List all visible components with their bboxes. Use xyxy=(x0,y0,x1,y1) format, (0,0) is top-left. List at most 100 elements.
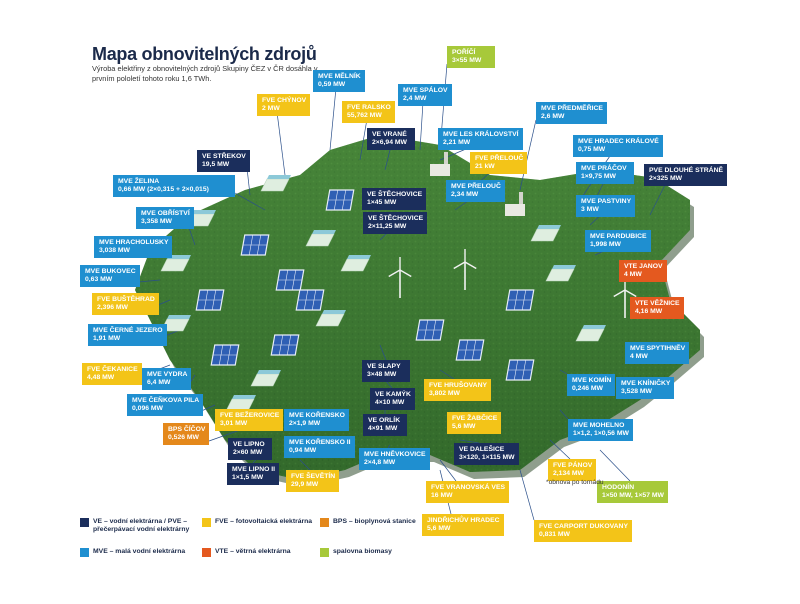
plant-label: FVE Carport Dukovany0,831 MW xyxy=(534,520,632,542)
plant-label: VE Orlík4×91 MW xyxy=(363,414,407,436)
plant-name: MVE Hracholusky xyxy=(99,239,169,246)
leader-line xyxy=(439,459,457,482)
plant-label: MVE Kníničky3,528 MW xyxy=(616,377,675,399)
plant-capacity: 4×10 MW xyxy=(375,399,405,406)
plant-label: MVE Pardubice1,998 MW xyxy=(585,230,651,252)
solar-panel-icon xyxy=(455,339,485,361)
plant-capacity: 19,5 MW xyxy=(202,161,230,168)
plant-label: MVE Mohelno1×1,2, 1×0,56 MW xyxy=(568,419,633,441)
plant-capacity: 16 MW xyxy=(431,492,453,499)
plant-capacity: 6,4 MW xyxy=(147,379,171,386)
plant-name: FVE Chýnov xyxy=(262,97,307,104)
plant-name: BPS Číčov xyxy=(168,426,206,433)
plant-name: MVE Mělník xyxy=(318,73,361,80)
plant-capacity: 5,6 MW xyxy=(427,525,451,532)
plant-capacity: 4×91 MW xyxy=(368,425,398,432)
solar-panel-icon xyxy=(325,189,355,211)
plant-capacity: 4,48 MW xyxy=(87,374,115,381)
plant-capacity: 2,396 MW xyxy=(97,304,128,311)
wind-turbine-icon xyxy=(453,249,477,290)
plant-label: MVE Hradec Králové0,75 MW xyxy=(573,135,663,157)
plant-name: MVE Mohelno xyxy=(573,422,625,429)
plant-capacity: 2×325 MW xyxy=(649,175,683,182)
dam-icon xyxy=(315,310,346,327)
plant-label: FVE Buštěhrad2,396 MW xyxy=(92,293,159,315)
legend-label: BPS – bioplynová stanice xyxy=(333,518,416,525)
plant-capacity: 2×60 MW xyxy=(233,449,263,456)
leader-line xyxy=(549,439,571,460)
plant-name: VE Dalešice xyxy=(459,446,505,453)
plant-label: Poříčí3×55 MW xyxy=(447,46,495,68)
plant-name: MVE Komín xyxy=(572,377,612,384)
plant-name: FVE Žabčice xyxy=(452,415,498,422)
plant-label: FVE Čekanice4,48 MW xyxy=(82,363,142,385)
leader-line xyxy=(559,369,568,375)
plant-name: MVE Les Království xyxy=(443,131,519,138)
plant-capacity: 0,75 MW xyxy=(578,146,606,153)
plant-label: MVE Kořensko2×1,9 MW xyxy=(284,409,349,431)
legend-swatch xyxy=(80,518,89,527)
plant-capacity: 3×48 MW xyxy=(367,371,397,378)
legend-label: VTE – větrná elektrárna xyxy=(215,548,291,555)
plant-label: FVE Pánov2,134 MW xyxy=(548,459,597,481)
plant-capacity: 3,038 MW xyxy=(99,247,130,254)
solar-panel-icon xyxy=(210,344,240,366)
plant-label: VE Štěchovice1×45 MW xyxy=(362,188,427,210)
plant-label: MVE Obříství3,358 MW xyxy=(136,207,194,229)
plant-label: VE Kamýk4×10 MW xyxy=(370,388,415,410)
plant-name: FVE Carport Dukovany xyxy=(539,523,628,530)
dam-icon xyxy=(545,265,576,282)
plant-capacity: 0,63 MW xyxy=(85,276,113,283)
plant-capacity: 2,34 MW xyxy=(451,191,479,198)
legend-swatch xyxy=(320,518,329,527)
leader-line xyxy=(359,118,368,161)
plant-capacity: 1×1,5 MW xyxy=(232,474,264,481)
dam-icon xyxy=(160,255,191,272)
plant-label: MVE Kořensko II0,94 MW xyxy=(284,436,355,458)
plant-label: MVE Hněvkovice2×4,8 MW xyxy=(359,448,430,470)
plant-capacity: 1×9,75 MW xyxy=(581,173,616,180)
plant-label: VE Štěchovice2×11,25 MW xyxy=(363,212,428,234)
legend-label: MVE – malá vodní elektrárna xyxy=(93,548,186,555)
plant-label: MVE Vydra6,4 MW xyxy=(142,368,192,390)
wind-turbine-icon xyxy=(388,257,412,298)
legend-swatch xyxy=(202,518,211,527)
plant-name: VTE Věžnice xyxy=(635,300,680,307)
plant-label: MVE Mělník0,59 MW xyxy=(313,70,365,92)
leader-line xyxy=(439,369,455,380)
plant-name: VE Střekov xyxy=(202,153,246,160)
plant-name: VTE Janov xyxy=(624,263,663,270)
plant-label: FVE Žabčice5,6 MW xyxy=(447,412,502,434)
plant-capacity: 1×1,2, 1×0,56 MW xyxy=(573,430,629,437)
plant-capacity: 2,6 MW xyxy=(541,113,565,120)
plant-capacity: 2 MW xyxy=(262,105,280,112)
plant-name: VE Štěchovice xyxy=(367,191,423,198)
plant-capacity: 4 MW xyxy=(624,271,642,278)
plant-name: FVE Ralsko xyxy=(347,104,391,111)
legend-label: FVE – fotovoltaická elektrárna xyxy=(215,518,313,525)
plant-label: MVE Bukovec0,63 MW xyxy=(80,265,140,287)
plant-name: MVE Želina xyxy=(118,178,160,185)
plant-label: FVE Přelouč21 kW xyxy=(470,152,528,174)
plant-label: MVE Čeňkova pila0,096 MW xyxy=(127,394,204,416)
plant-capacity: 0,66 MW (2×0,315 + 2×0,015) xyxy=(118,186,209,193)
plant-name: VE Slapy xyxy=(367,363,401,370)
leader-line xyxy=(246,167,251,196)
plant-name: FVE Přelouč xyxy=(475,155,524,162)
solar-panel-icon xyxy=(270,334,300,356)
leader-line xyxy=(599,449,631,482)
solar-panel-icon xyxy=(295,289,325,311)
plant-name: MVE Spálov xyxy=(403,87,448,94)
leader-line xyxy=(329,87,337,151)
plant-capacity: 3,358 MW xyxy=(141,218,172,225)
plant-capacity: 3,802 MW xyxy=(429,390,460,397)
map-shading xyxy=(135,135,700,480)
plant-capacity: 21 kW xyxy=(475,163,495,170)
plant-label: MVE Želina0,66 MW (2×0,315 + 2×0,015) xyxy=(113,175,235,197)
plant-capacity: 3,528 MW xyxy=(621,388,652,395)
plant-label: MVE Spálov2,4 MW xyxy=(398,84,452,106)
plant-label: FVE Ševětín29,9 MW xyxy=(286,470,340,492)
plant-name: FVE Vranovská Ves xyxy=(431,484,506,491)
plant-label: FVE Bežerovice3,01 MW xyxy=(215,409,284,431)
plant-capacity: 2×6,94 MW xyxy=(372,139,407,146)
